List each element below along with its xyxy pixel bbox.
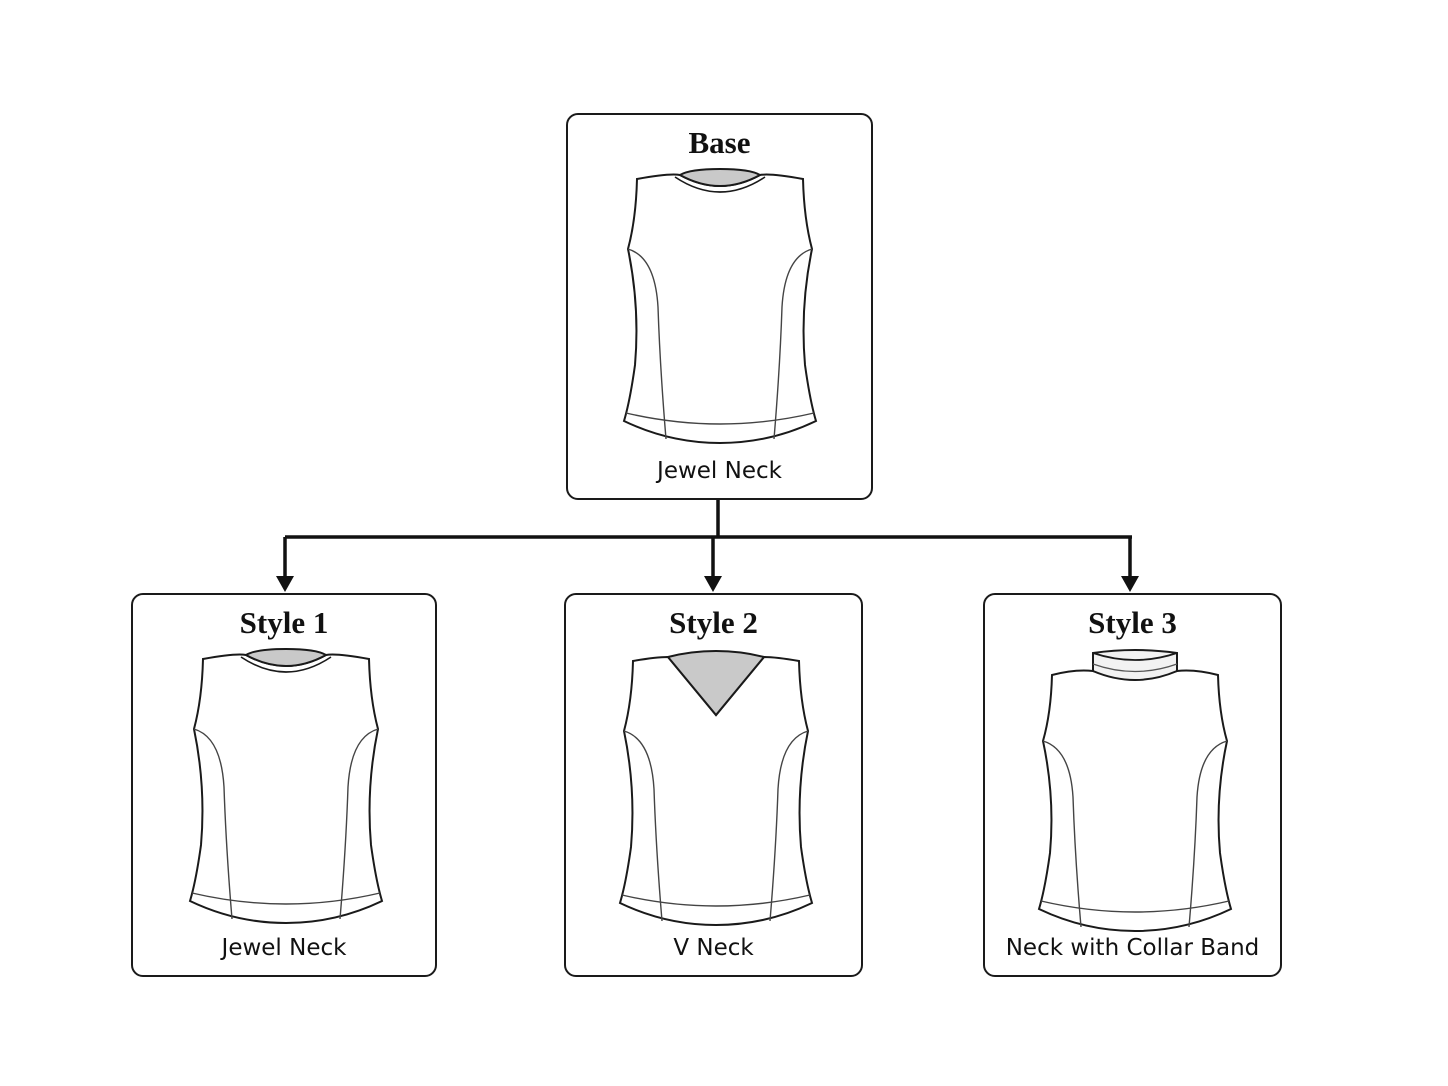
v-neck-top-icon (618, 649, 814, 927)
style-1-card: Style 1 Jewel Neck (131, 593, 437, 977)
style-2-title: Style 2 (669, 605, 758, 640)
base-card: Base Jewel Neck (566, 113, 873, 500)
base-caption: Jewel Neck (657, 458, 782, 484)
arrowhead-style-3 (1121, 576, 1139, 592)
jewel-neck-top-icon (188, 647, 384, 925)
style-3-caption: Neck with Collar Band (1005, 935, 1260, 961)
style-1-title: Style 1 (239, 605, 329, 640)
arrowhead-style-2 (704, 576, 722, 592)
base-title: Base (688, 125, 751, 160)
arrowhead-style-1 (276, 576, 294, 592)
style-1-caption: Jewel Neck (221, 935, 347, 961)
style-2-card: Style 2 V Neck (564, 593, 863, 977)
style-3-title: Style 3 (1088, 605, 1177, 640)
collar-band-top-icon (1037, 649, 1233, 933)
style-2-caption: V Neck (673, 935, 754, 961)
jewel-neck-top-icon (622, 167, 818, 445)
style-3-card: Style 3 Neck with Collar Band (983, 593, 1282, 977)
